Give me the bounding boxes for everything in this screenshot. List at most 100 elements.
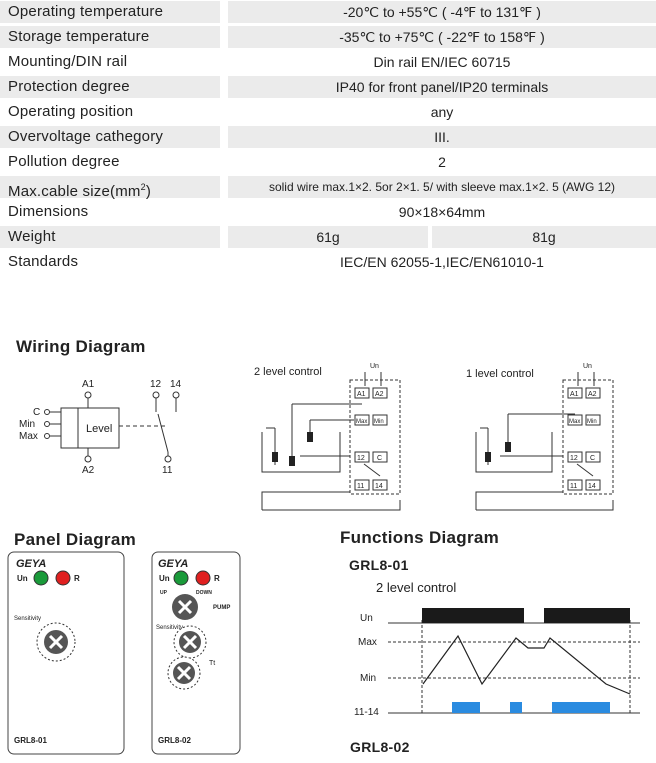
min-axis-label: Min xyxy=(360,673,376,684)
terminal-14-label: 14 xyxy=(170,379,182,390)
spec-label: Storage temperature xyxy=(0,26,220,48)
spec-label: Max.cable size(mm2) xyxy=(0,176,220,200)
spec-row: Weight 61g 81g xyxy=(0,225,656,249)
terminal-c: C xyxy=(590,455,595,462)
spec-value: -20℃ to +55℃ ( -4℉ to 131℉ ) xyxy=(228,1,656,23)
panel-grl8-01: GEYA Un R Sensitivity GRL8-01 xyxy=(7,551,125,755)
input-min-label: Min xyxy=(19,419,35,430)
output-on-bar xyxy=(510,702,522,713)
level-box-label: Level xyxy=(86,423,112,435)
spec-row: Mounting/DIN rail Din rail EN/IEC 60715 xyxy=(0,50,656,74)
model-grl8-01-label: GRL8-01 xyxy=(349,557,409,573)
terminal-12: 12 xyxy=(570,455,578,462)
brand-logo: GEYA xyxy=(16,558,46,570)
spec-value: solid wire max.1×2. 5or 2×1. 5/ with sle… xyxy=(228,176,656,198)
max-axis-label: Max xyxy=(358,637,377,648)
terminal-12-label: 12 xyxy=(150,379,162,390)
spec-row: Storage temperature -35℃ to +75℃ ( -22℉ … xyxy=(0,25,656,49)
terminal-a1: A1 xyxy=(570,391,579,398)
panel-diagram-title: Panel Diagram xyxy=(14,530,137,549)
function-timing-chart: Un Max Min 11-14 xyxy=(354,608,640,718)
spec-row: Standards IEC/EN 62055-1,IEC/EN61010-1 xyxy=(0,250,656,274)
spec-label: Weight xyxy=(0,226,220,248)
supply-on-bar xyxy=(422,608,524,623)
spec-value: III. xyxy=(228,126,656,148)
relay-led-icon xyxy=(55,570,71,586)
sensitivity-label: Sensitivity xyxy=(156,625,183,631)
terminal-max: Max xyxy=(356,419,367,425)
spec-value: IEC/EN 62055-1,IEC/EN61010-1 xyxy=(340,254,544,270)
spec-label-end: ) xyxy=(145,183,152,200)
probe-icon xyxy=(272,452,278,462)
spec-label: Operating position xyxy=(8,103,134,120)
spec-label: Pollution degree xyxy=(8,153,120,170)
wiring-diagram: A1 Level A2 C Min Max 12 14 11 2 level c… xyxy=(19,363,614,511)
terminal-c: C xyxy=(377,455,382,462)
terminal-11-label: 11 xyxy=(162,465,173,476)
spec-row: Pollution degree 2 xyxy=(0,150,656,174)
model-grl8-02-label: GRL8-02 xyxy=(350,739,410,755)
spec-row: Operating position any xyxy=(0,100,656,124)
r-label: R xyxy=(214,574,220,583)
un-label: Un xyxy=(583,363,592,370)
terminal-a2-label: A2 xyxy=(82,465,95,476)
tt-label: Tt xyxy=(209,660,215,667)
spec-row: Protection degree IP40 for front panel/I… xyxy=(0,75,656,99)
input-c-label: C xyxy=(33,407,40,418)
relay-led-icon xyxy=(195,570,211,586)
panel-diagram: GEYA Un R Sensitivity GRL8-01 GEYA Un R … xyxy=(7,551,241,755)
model-label: GRL8-02 xyxy=(158,736,191,745)
two-level-diagram: Un A1 A2 Max Min 12 C 11 14 xyxy=(261,363,401,511)
output-on-bar xyxy=(452,702,480,713)
un-label: Un xyxy=(370,363,379,370)
spec-value-b: 81g xyxy=(432,226,656,248)
functions-diagram-title: Functions Diagram xyxy=(340,528,500,547)
terminal-14: 14 xyxy=(375,483,383,490)
terminal-12: 12 xyxy=(357,455,365,462)
probe-icon xyxy=(289,456,295,466)
spec-value: any xyxy=(430,104,454,120)
un-label: Un xyxy=(17,574,28,583)
terminal-11: 11 xyxy=(357,483,364,490)
spec-label: Protection degree xyxy=(0,76,220,98)
power-led-icon xyxy=(173,570,189,586)
spec-label-text: Max.cable size(mm xyxy=(8,183,141,200)
sensitivity-label: Sensitivity xyxy=(14,616,41,622)
spec-value: -35℃ to +75℃ ( -22℉ to 158℉ ) xyxy=(228,26,656,48)
spec-label: Mounting/DIN rail xyxy=(8,53,128,70)
spec-value: 90×18×64mm xyxy=(398,204,486,220)
terminal-a2: A2 xyxy=(588,391,597,398)
spec-value: Din rail EN/IEC 60715 xyxy=(373,54,511,70)
un-label: Un xyxy=(159,574,170,583)
pump-label: PUMP xyxy=(213,605,230,611)
un-axis-label: Un xyxy=(360,613,373,624)
terminal-14: 14 xyxy=(588,483,596,490)
spec-row: Dimensions 90×18×64mm xyxy=(0,200,656,224)
terminal-max: Max xyxy=(569,419,580,425)
spec-row: Overvoltage cathegory III. xyxy=(0,125,656,149)
wiring-diagram-title: Wiring Diagram xyxy=(16,337,146,356)
terminal-a2: A2 xyxy=(375,391,384,398)
terminal-11: 11 xyxy=(570,483,577,490)
panel-grl8-02: GEYA Un R UP DOWN PUMP Sensitivity Tt GR… xyxy=(151,551,241,755)
terminal-icon xyxy=(84,455,92,463)
output-axis-label: 11-14 xyxy=(354,707,379,718)
level-curve xyxy=(422,634,631,695)
output-on-bar xyxy=(552,702,610,713)
terminal-a1: A1 xyxy=(357,391,366,398)
r-label: R xyxy=(74,574,80,583)
spec-row: Operating temperature -20℃ to +55℃ ( -4℉… xyxy=(0,0,656,24)
probe-icon xyxy=(485,452,491,462)
power-led-icon xyxy=(33,570,49,586)
spec-row: Max.cable size(mm2) solid wire max.1×2. … xyxy=(0,175,656,200)
spec-value: 2 xyxy=(438,154,446,170)
spec-label-sup: 2 xyxy=(140,182,146,192)
model-label: GRL8-01 xyxy=(14,736,47,745)
brand-logo: GEYA xyxy=(158,558,188,570)
spec-label: Operating temperature xyxy=(0,1,220,23)
probe-icon xyxy=(307,432,313,442)
spec-label: Dimensions xyxy=(8,203,89,220)
spec-label: Standards xyxy=(8,253,79,270)
terminal-min: Min xyxy=(587,419,597,425)
diagram-2-level-title: 2 level control xyxy=(254,366,322,378)
